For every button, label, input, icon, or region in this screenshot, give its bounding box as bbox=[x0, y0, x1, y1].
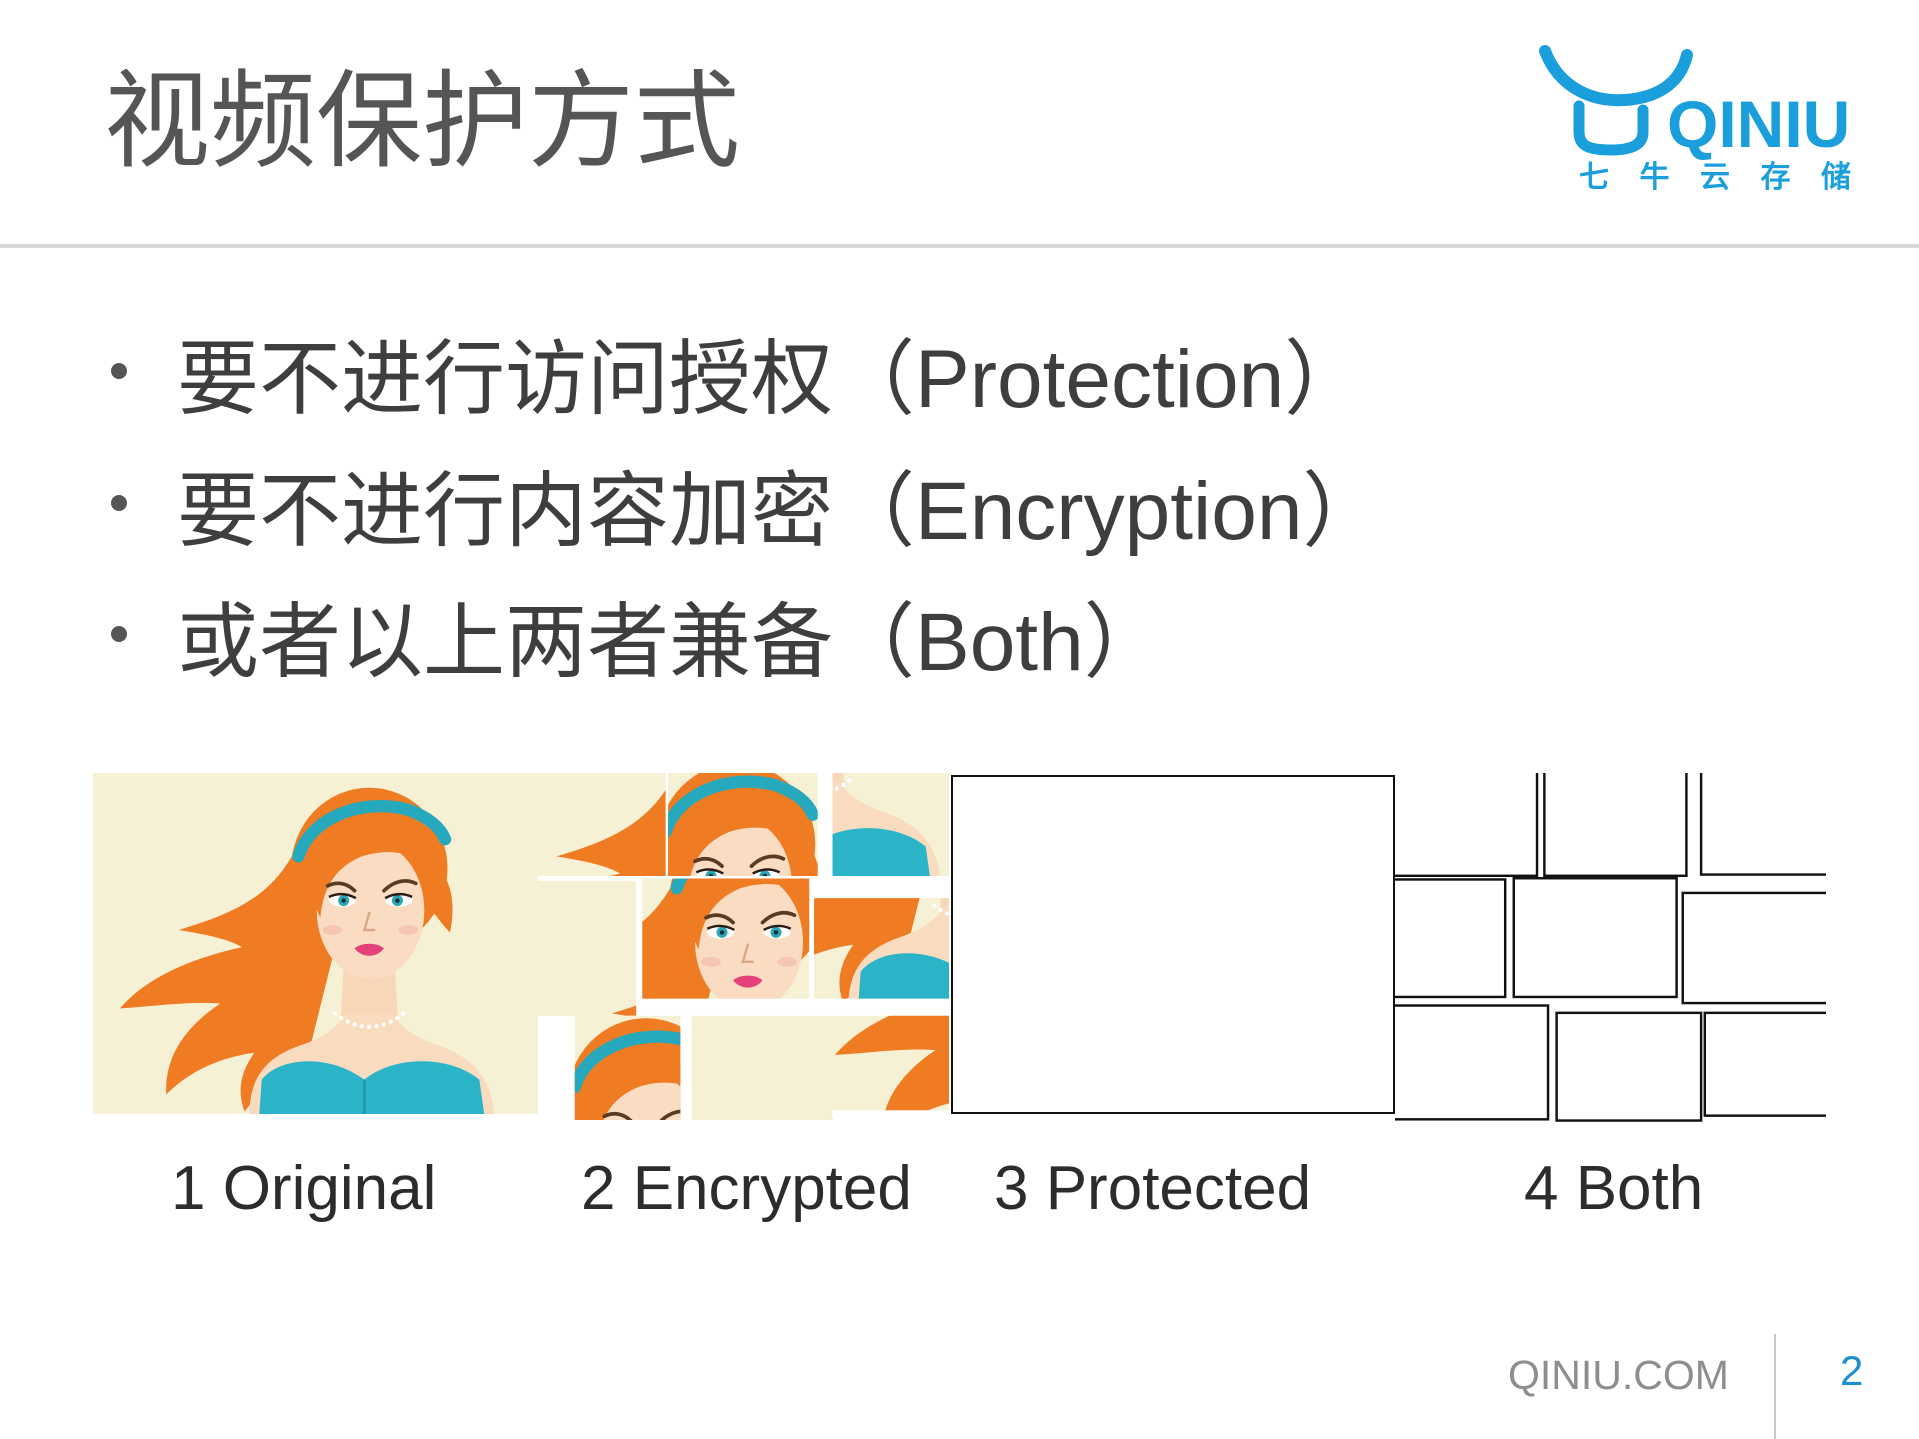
bullet-icon bbox=[111, 495, 127, 511]
both-image-tile bbox=[1395, 773, 1539, 878]
bullet-icon bbox=[111, 363, 127, 379]
page-number: 2 bbox=[1840, 1347, 1864, 1394]
bullet-item: 或者以上两者兼备（Both） bbox=[111, 586, 1166, 688]
logo-tagline: 七 牛 云 存 储 bbox=[1579, 161, 1851, 194]
slide-title: 视频保护方式 bbox=[104, 63, 740, 181]
encrypted-image bbox=[538, 773, 949, 1120]
logo-wordmark: QINIU bbox=[1667, 87, 1850, 161]
bullet-text: 要不进行访问授权（Protection） bbox=[177, 333, 1367, 425]
footer-divider bbox=[1774, 1334, 1776, 1439]
qiniu-logo: QINIU 七 牛 云 存 储 bbox=[1539, 45, 1851, 194]
both-image-tile bbox=[1681, 891, 1826, 1005]
both-image-tile bbox=[1703, 1011, 1826, 1117]
qiniu-bull-horns-icon bbox=[1539, 45, 1693, 156]
panel-label-both: 4 Both bbox=[1524, 1154, 1704, 1223]
bullet-item: 要不进行访问授权（Protection） bbox=[111, 323, 1366, 425]
both-image-tile bbox=[1395, 878, 1507, 999]
both-image-tile bbox=[1395, 1004, 1550, 1121]
header-divider bbox=[0, 244, 1919, 248]
both-image-tile bbox=[1699, 773, 1826, 876]
both-image bbox=[1395, 773, 1826, 1122]
both-image-tile bbox=[1543, 773, 1688, 878]
bullet-text: 要不进行内容加密（Encryption） bbox=[177, 465, 1385, 557]
original-image bbox=[93, 773, 538, 1114]
footer-site-url: QINIU.COM bbox=[1508, 1352, 1729, 1398]
both-image-tile bbox=[1555, 1011, 1703, 1122]
panel-label-original: 1 Original bbox=[171, 1154, 437, 1223]
panel-label-encrypted: 2 Encrypted bbox=[581, 1154, 912, 1223]
protected-image bbox=[951, 775, 1395, 1114]
bullet-icon bbox=[111, 626, 127, 642]
bullet-item: 要不进行内容加密（Encryption） bbox=[111, 455, 1384, 557]
bullet-text: 或者以上两者兼备（Both） bbox=[177, 596, 1166, 688]
panel-label-protected: 3 Protected bbox=[994, 1154, 1312, 1223]
both-image-tile bbox=[1512, 877, 1678, 999]
